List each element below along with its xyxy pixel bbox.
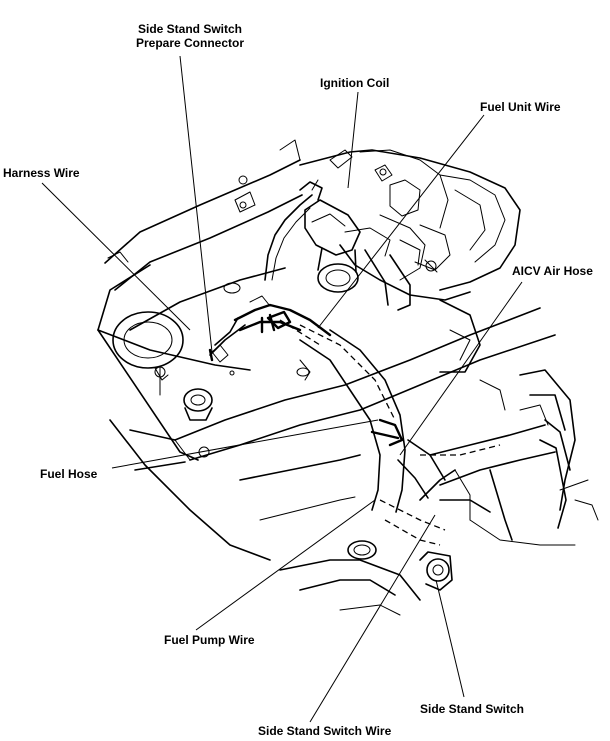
label-fuel-unit-wire: Fuel Unit Wire (480, 100, 561, 114)
frame-left-bracket (97, 264, 286, 461)
engine-block (299, 149, 521, 301)
leader-lines (41, 55, 523, 723)
label-harness-wire: Harness Wire (3, 166, 80, 180)
side-stand-switch (419, 551, 453, 591)
label-fuel-pump-wire: Fuel Pump Wire (164, 633, 255, 647)
wiring-harness (208, 179, 332, 381)
label-fuel-hose: Fuel Hose (40, 467, 98, 481)
label-side-stand-switch-wire: Side Stand Switch Wire (258, 724, 392, 738)
label-aicv-air-hose: AICV Air Hose (512, 264, 593, 278)
label-ignition-coil: Ignition Coil (320, 76, 390, 90)
frame-lower (109, 419, 421, 616)
cylinder-hose (364, 249, 481, 373)
label-prepare-connector-line1: Side Stand Switch (137, 22, 242, 36)
frame-tube-upper (104, 139, 303, 291)
label-side-stand-switch: Side Stand Switch (420, 702, 525, 716)
label-prepare-connector-line2: Prepare Connector (135, 36, 245, 50)
label-side-stand-switch-prepare-connector: Side Stand Switch Prepare Connector (120, 22, 260, 50)
ignition-coil (304, 199, 391, 293)
aicv-air-hose (397, 439, 501, 499)
fuel-hose (279, 319, 446, 546)
frame-right-lower (419, 369, 599, 546)
